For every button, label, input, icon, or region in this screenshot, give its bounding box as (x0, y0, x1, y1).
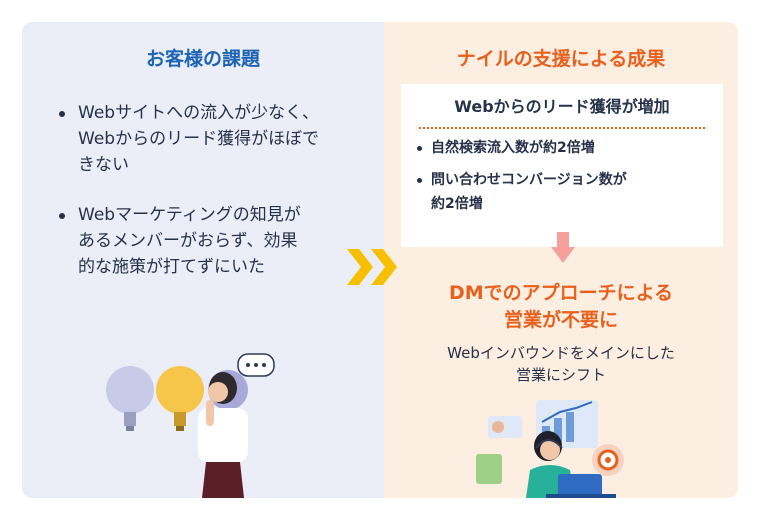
result-headline-line: DMでのアプローチによる (448, 282, 674, 304)
lightbulb-icon (156, 366, 204, 431)
challenge-list: Webサイトへの流入が少なく、 Webからのリード獲得がほぼで きない Webマ… (58, 100, 368, 304)
challenge-title: お客様の課題 (145, 48, 260, 70)
lightbulb-icon (106, 366, 154, 431)
challenge-item-line: Webからのリード獲得がほぼで (78, 129, 320, 149)
results-card-item: 自然検索流入数が約2倍増 (415, 136, 715, 160)
result-headline: DMでのアプローチによる 営業が不要に (384, 280, 738, 334)
comparison-panel: お客様の課題 Webサイトへの流入が少なく、 Webからのリード獲得がほぼで き… (22, 22, 738, 498)
results-card-item-line: 問い合わせコンバージョン数が (431, 172, 627, 188)
dotted-divider (419, 127, 705, 129)
chevron-right-icon (347, 249, 397, 285)
headset-operator-illustration (476, 400, 624, 498)
challenge-item-line: 的な施策が打てずにいた (78, 257, 265, 277)
results-card-item-line: 約2倍増 (431, 196, 483, 212)
result-subtext-line: Webインバウンドをメインにした (447, 344, 675, 362)
results-card-item-line: 自然検索流入数が約2倍増 (431, 140, 595, 156)
results-card-item: 問い合わせコンバージョン数が 約2倍増 (415, 168, 715, 216)
result-headline-line: 営業が不要に (503, 309, 618, 331)
results-title: ナイルの支援による成果 (456, 48, 666, 70)
thinking-woman-illustration (106, 353, 275, 498)
challenge-panel: お客様の課題 Webサイトへの流入が少なく、 Webからのリード獲得がほぼで き… (22, 22, 384, 498)
results-card: Webからのリード獲得が増加 自然検索流入数が約2倍増 問い合わせコンバージョン… (401, 84, 723, 247)
challenge-item: Webサイトへの流入が少なく、 Webからのリード獲得がほぼで きない (58, 100, 368, 178)
challenge-item-line: きない (78, 155, 129, 175)
challenge-item-line: Webサイトへの流入が少なく、 (78, 103, 320, 123)
result-subtext: Webインバウンドをメインにした 営業にシフト (384, 342, 738, 386)
results-card-title: Webからのリード獲得が増加 (454, 97, 670, 116)
challenge-item-line: あるメンバーがおらず、効果 (78, 231, 298, 251)
down-arrow-icon (551, 232, 575, 263)
challenge-item: Webマーケティングの知見が あるメンバーがおらず、効果 的な施策が打てずにいた (58, 202, 368, 280)
challenge-item-line: Webマーケティングの知見が (78, 205, 301, 225)
result-subtext-line: 営業にシフト (515, 366, 606, 384)
results-card-list: 自然検索流入数が約2倍増 問い合わせコンバージョン数が 約2倍増 (415, 136, 715, 224)
speech-bubble-icon (237, 353, 275, 377)
results-panel: ナイルの支援による成果 Webからのリード獲得が増加 自然検索流入数が約2倍増 … (384, 22, 738, 498)
